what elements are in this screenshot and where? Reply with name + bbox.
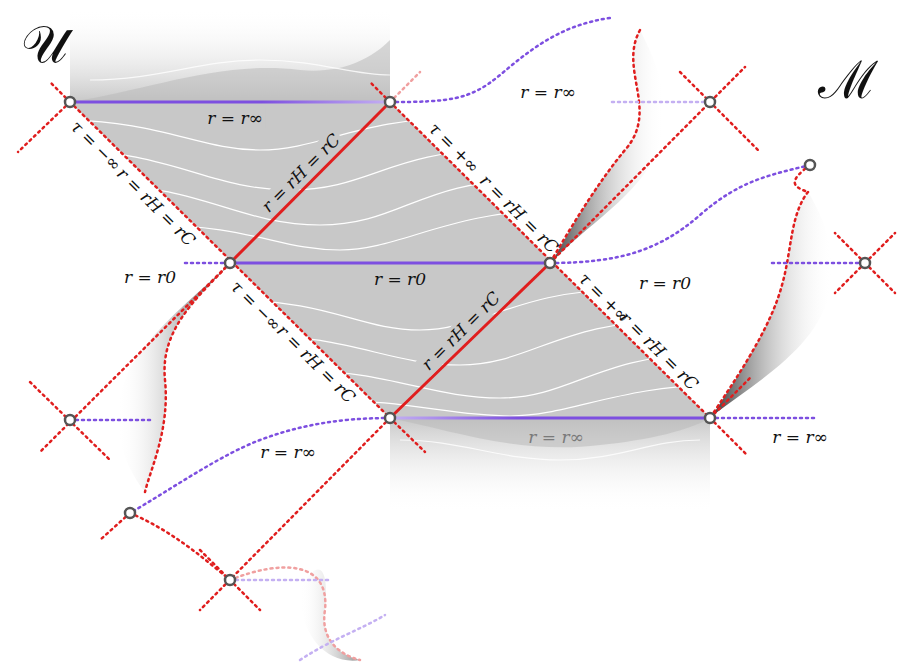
vertex-dot — [65, 415, 75, 425]
dotted-horizon — [390, 102, 710, 418]
dotted-horizon — [200, 418, 390, 610]
dotted-horizon — [30, 382, 110, 460]
coordinate-label: r = r0 — [371, 269, 429, 290]
dotted-horizon — [18, 102, 70, 152]
dotted-line — [70, 419, 150, 422]
vertex-dot — [385, 413, 395, 423]
coordinate-label: r = rH = rC — [110, 161, 201, 252]
coordinate-label: r = rH = rC — [613, 305, 704, 396]
vertex-dot — [705, 97, 715, 107]
coordinate-label: r = rH = rC — [255, 127, 346, 218]
vertex-dot — [65, 97, 75, 107]
level-curve — [20, 60, 420, 90]
dotted-horizon — [70, 102, 390, 418]
infinity-line — [70, 101, 390, 104]
fade-region — [390, 418, 710, 513]
region-letter: ℳ — [818, 54, 878, 106]
vertex-dot — [705, 413, 715, 423]
dotted-curve — [130, 513, 230, 580]
dotted-horizon — [40, 263, 230, 452]
shaded-blob — [118, 266, 228, 492]
level-curve — [90, 60, 390, 80]
dotted-curve — [145, 263, 230, 492]
vertex-dot — [125, 508, 135, 518]
coordinate-label: r = rH = rC — [270, 318, 361, 409]
shaded-region — [70, 102, 710, 418]
dotted-horizons — [18, 30, 895, 660]
coordinate-label: r = rH = rC — [473, 168, 564, 259]
level-curve — [320, 385, 720, 416]
dotted-curve — [390, 18, 610, 102]
dotted-curve — [300, 615, 385, 660]
vertex-dot — [545, 258, 555, 268]
dotted-curve — [130, 418, 390, 513]
dotted-horizon — [550, 67, 745, 263]
dotted-curve — [550, 30, 640, 263]
vertex-dot — [385, 97, 395, 107]
dotted-horizon — [835, 233, 865, 263]
vertex-dot — [225, 575, 235, 585]
dotted-curve — [230, 568, 360, 660]
coordinate-label: r = r∞ — [769, 427, 830, 448]
vertices — [65, 97, 870, 585]
dotted-line — [230, 579, 330, 582]
dotted-line — [710, 417, 815, 420]
vertex-dot — [225, 258, 235, 268]
dotted-horizon — [390, 418, 425, 452]
dotted-curve — [710, 192, 808, 418]
coordinate-label: r = r0 — [636, 273, 694, 294]
coordinate-label: r = r∞ — [525, 427, 586, 448]
dotted-horizon — [710, 376, 752, 418]
coordinate-label: r = r∞ — [517, 82, 578, 103]
vertex-dot — [860, 258, 870, 268]
fade-band — [70, 40, 390, 102]
dotted-line — [612, 101, 710, 104]
vertex-dot — [805, 160, 815, 170]
shaded-blob — [712, 192, 832, 416]
coordinate-label: r = rH = rC — [415, 285, 506, 376]
dotted-horizon — [390, 72, 420, 102]
level-curves — [20, 60, 720, 416]
coordinate-label: r = r∞ — [257, 442, 318, 463]
shaded-blob — [300, 570, 360, 661]
r0-line — [230, 262, 550, 265]
infinity-line — [390, 417, 710, 420]
region-letter: 𝒰 — [21, 18, 68, 70]
dotted-horizon — [835, 263, 865, 293]
level-curves — [90, 60, 700, 460]
fade-region — [70, 8, 390, 102]
coordinate-label: τ = +∞ — [422, 116, 485, 179]
shaded-blob — [552, 30, 664, 262]
dotted-horizon — [710, 418, 748, 456]
dotted-line — [185, 262, 230, 265]
dotted-horizon — [680, 72, 760, 152]
coordinate-label: r = r0 — [121, 267, 179, 288]
dotted-constant-r — [70, 18, 865, 660]
dotted-line — [772, 262, 865, 265]
level-curve — [150, 210, 560, 250]
coordinate-label: r = r∞ — [204, 108, 265, 129]
dotted-horizon — [865, 263, 895, 293]
dotted-horizon — [865, 233, 895, 263]
dotted-curve — [550, 165, 810, 263]
